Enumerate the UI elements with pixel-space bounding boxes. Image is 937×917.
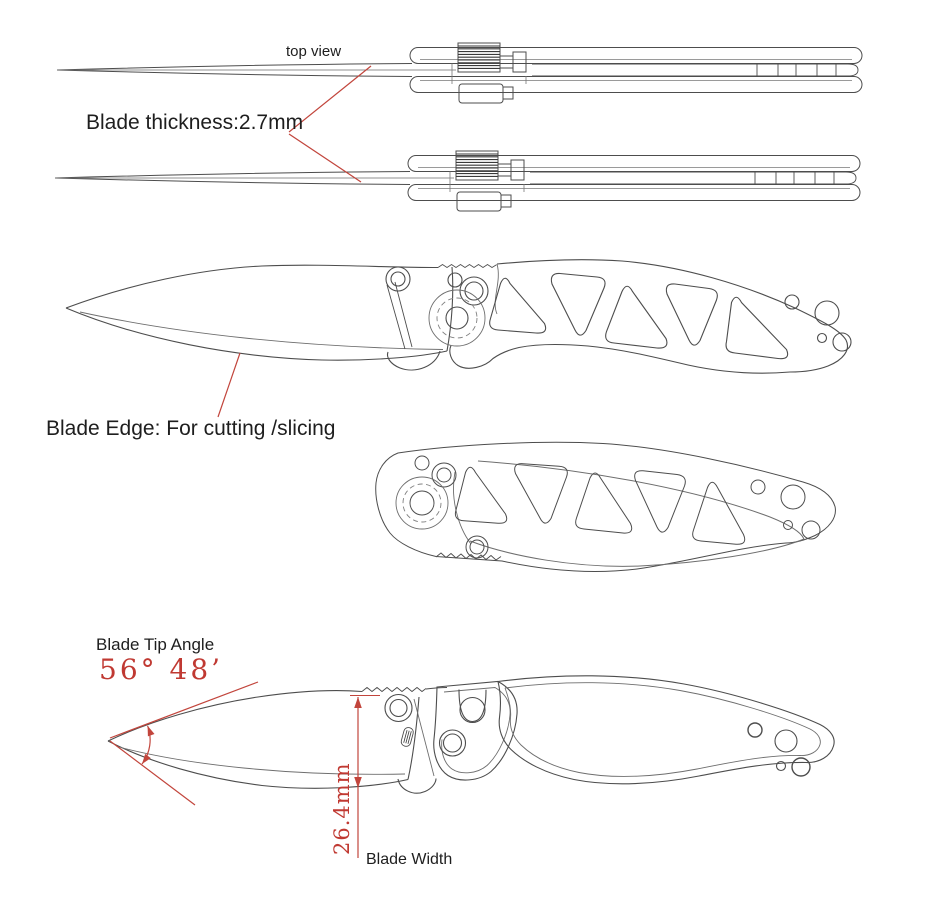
annotation-lines — [109, 65, 380, 858]
leader-blade-thickness-lower — [288, 133, 362, 183]
blade-tip-angle-label: Blade Tip Angle — [96, 635, 215, 654]
blade-width-arrow-bottom — [354, 777, 362, 788]
tip-angle-arrow-bottom — [142, 753, 151, 764]
tip-angle-arrow-top — [147, 725, 155, 737]
knife-side-view-dimensioned — [107, 675, 835, 794]
knife-top-view-open — [56, 42, 863, 104]
knife-side-view-closed — [375, 441, 836, 572]
blade-edge-label: Blade Edge: For cutting /slicing — [46, 417, 336, 440]
blade-width-label: Blade Width — [366, 851, 453, 868]
tip-angle-upper-tangent — [109, 681, 259, 739]
leader-blade-edge — [217, 352, 241, 418]
blade-tip-angle-value: 56° 48’ — [99, 653, 224, 686]
knife-top-view-open-second — [54, 150, 861, 212]
top-view-label: top view — [286, 43, 342, 60]
blade-width-value: 26.4mm — [330, 762, 354, 855]
leader-blade-thickness-upper — [288, 65, 372, 133]
blade-thickness-label: Blade thickness:2.7mm — [86, 111, 304, 134]
tip-angle-lower-tangent — [109, 740, 196, 806]
blade-width-arrow-top — [354, 697, 362, 708]
brand-logo-mark — [400, 727, 414, 747]
knife-side-view-open — [65, 259, 852, 374]
